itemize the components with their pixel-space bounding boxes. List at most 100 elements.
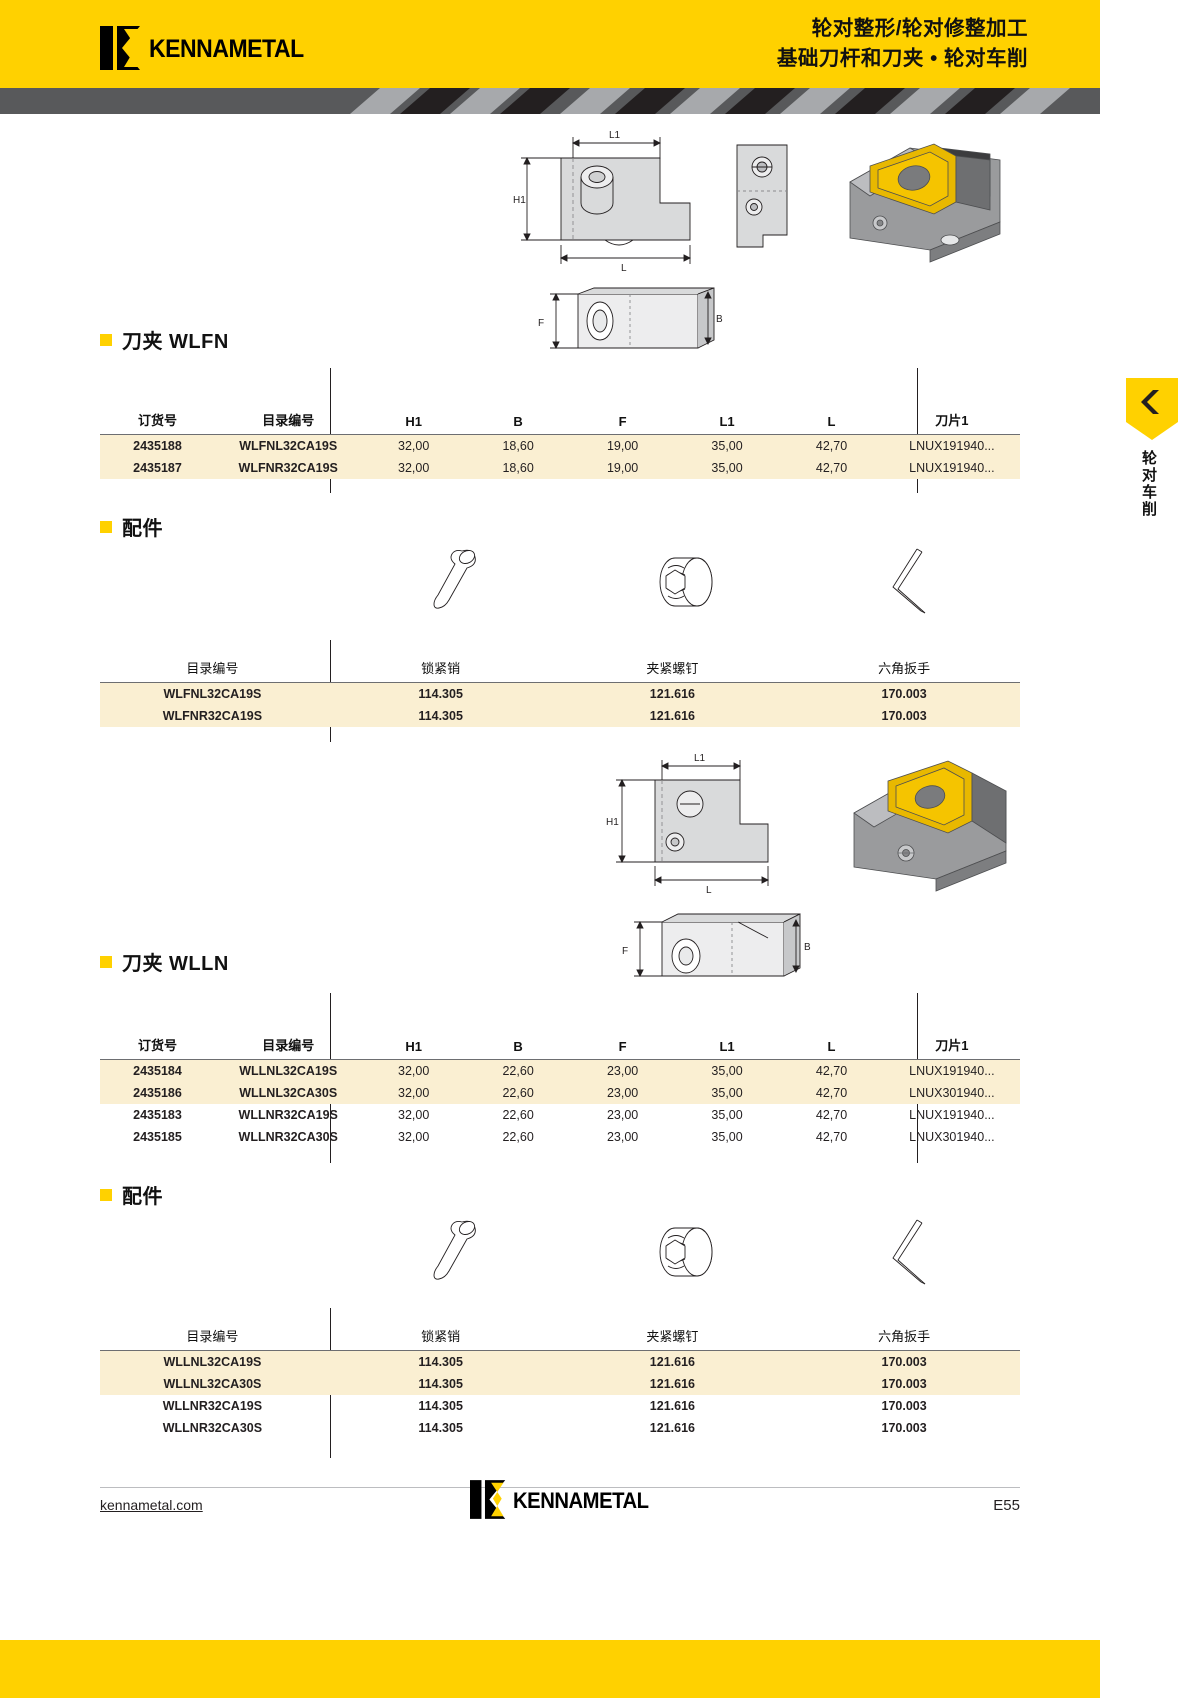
cell-b: 22,60: [465, 1081, 571, 1104]
bottom-yellow-band: [0, 1640, 1200, 1698]
hex-wrench-icon: [875, 545, 945, 620]
cell-catalog: WLLNL32CA19S: [214, 1059, 362, 1082]
cell-l: 42,70: [815, 1107, 848, 1122]
footer-website-link[interactable]: kennametal.com: [100, 1497, 203, 1513]
cell-insert: LNUX191940...: [883, 434, 1020, 457]
cell-b: 18,60: [465, 456, 571, 479]
cell-wrench: 170.003: [881, 1420, 927, 1435]
cell-screw: 121.616: [556, 1372, 789, 1395]
cell-wrench: 170.003: [788, 1350, 1020, 1373]
kennametal-k-icon: [100, 26, 142, 70]
page-header: KENNAMETAL 轮对整形/轮对修整加工 基础刀杆和刀夹 • 轮对车削: [0, 0, 1100, 88]
section-heading-wlfn-accessories: 配件: [100, 512, 163, 541]
cell-pin: 114.305: [418, 1398, 463, 1413]
col-hex-wrench: 六角扳手: [788, 1326, 1020, 1351]
decorative-stripe-band: [0, 88, 1100, 114]
section-heading-wlln-accessories-label: 配件: [122, 1186, 163, 1208]
section-side-tab: 轮对车削: [1126, 378, 1178, 558]
spec-divider-right-2b: [917, 1078, 919, 1163]
cell-l: 42,70: [815, 1129, 848, 1144]
acc-divider-2b: [330, 1370, 332, 1458]
cell-wrench: 170.003: [788, 704, 1020, 727]
svg-text:B: B: [804, 942, 811, 953]
kennametal-wordmark: KENNAMETAL: [149, 34, 304, 63]
cell-l: 42,70: [779, 1081, 884, 1104]
wlln-bottom-view-drawing: F B: [608, 908, 823, 988]
bullet-square-icon: [100, 520, 112, 533]
cell-screw: 121.616: [649, 1398, 695, 1413]
wlfn-bottom-view-drawing: F B: [520, 282, 730, 360]
col-h1: H1: [361, 410, 466, 435]
cell-wrench: 170.003: [788, 1372, 1020, 1395]
svg-text:F: F: [622, 946, 628, 957]
wlfn-front-view-drawing: L1 H1 L: [505, 125, 725, 275]
cell-screw: 121.616: [556, 682, 789, 705]
cell-insert: LNUX191940...: [883, 456, 1020, 479]
col-locking-pin: 锁紧销: [324, 1326, 557, 1351]
cell-pin: 114.305: [324, 1372, 557, 1395]
wlfn-side-view-drawing: [725, 135, 805, 255]
cell-insert: LNUX301940...: [883, 1081, 1020, 1104]
cell-catalog: WLLNR32CA19S: [238, 1107, 338, 1122]
cell-l: 42,70: [779, 1059, 884, 1082]
cell-h1: 32,00: [398, 1129, 430, 1144]
cell-f: 23,00: [606, 1107, 639, 1122]
table-header-row: 目录编号 锁紧销 夹紧螺钉 六角扳手: [100, 658, 1020, 683]
cell-catalog: WLLNR32CA30S: [238, 1129, 338, 1144]
cell-order: 2435184: [100, 1059, 215, 1082]
table-header-row: 目录编号 锁紧销 夹紧螺钉 六角扳手: [100, 1326, 1020, 1351]
clamping-screw-icon: [645, 548, 725, 618]
cell-l1: 35,00: [674, 456, 780, 479]
col-b: B: [465, 410, 571, 435]
bottom-band-gutter: [1100, 1640, 1200, 1698]
spec-divider-left-2b: [330, 1078, 332, 1163]
cell-b: 22,60: [465, 1059, 571, 1082]
wlln-isometric-render: [840, 755, 1025, 895]
footer-logo: KENNAMETAL: [470, 1480, 660, 1519]
col-l: L: [779, 410, 884, 435]
col-locking-pin: 锁紧销: [324, 658, 557, 683]
cell-l: 42,70: [779, 456, 884, 479]
section-heading-wlln-accessories: 配件: [100, 1180, 163, 1209]
cell-pin: 114.305: [324, 1350, 557, 1373]
col-b: B: [465, 1035, 571, 1060]
col-order-number: 订货号: [100, 1035, 215, 1060]
col-clamping-screw: 夹紧螺钉: [556, 1326, 789, 1351]
cell-catalog: WLLNL32CA30S: [100, 1372, 325, 1395]
svg-text:L: L: [621, 263, 627, 274]
cell-h1: 32,00: [361, 1081, 466, 1104]
cell-l1: 35,00: [674, 1081, 780, 1104]
footer-divider: [100, 1487, 1020, 1488]
section-heading-wlln: 刀夹 WLLN: [100, 947, 229, 976]
cell-catalog: WLFNL32CA19S: [214, 434, 362, 457]
cell-order: 2435183: [133, 1107, 182, 1122]
page-number: E55: [993, 1497, 1020, 1514]
cell-b: 22,60: [502, 1129, 534, 1144]
svg-text:H1: H1: [606, 817, 619, 828]
col-catalog-number: 目录编号: [214, 1035, 362, 1060]
col-clamping-screw: 夹紧螺钉: [556, 658, 789, 683]
page-title: 轮对整形/轮对修整加工 基础刀杆和刀夹 • 轮对车削: [777, 14, 1028, 73]
cell-h1: 32,00: [361, 1059, 466, 1082]
col-l1: L1: [674, 410, 780, 435]
table-header-row: 订货号 目录编号 H1 B F L1 L 刀片1: [100, 410, 1020, 435]
bullet-square-icon: [100, 955, 112, 968]
col-h1: H1: [361, 1035, 466, 1060]
cell-f: 23,00: [606, 1129, 639, 1144]
bullet-square-icon: [100, 333, 112, 346]
locking-pin-icon: [415, 545, 495, 620]
cell-insert: LNUX191940...: [909, 1107, 995, 1122]
col-catalog-number: 目录编号: [100, 1326, 325, 1351]
cell-wrench: 170.003: [881, 1398, 927, 1413]
col-f: F: [570, 410, 675, 435]
